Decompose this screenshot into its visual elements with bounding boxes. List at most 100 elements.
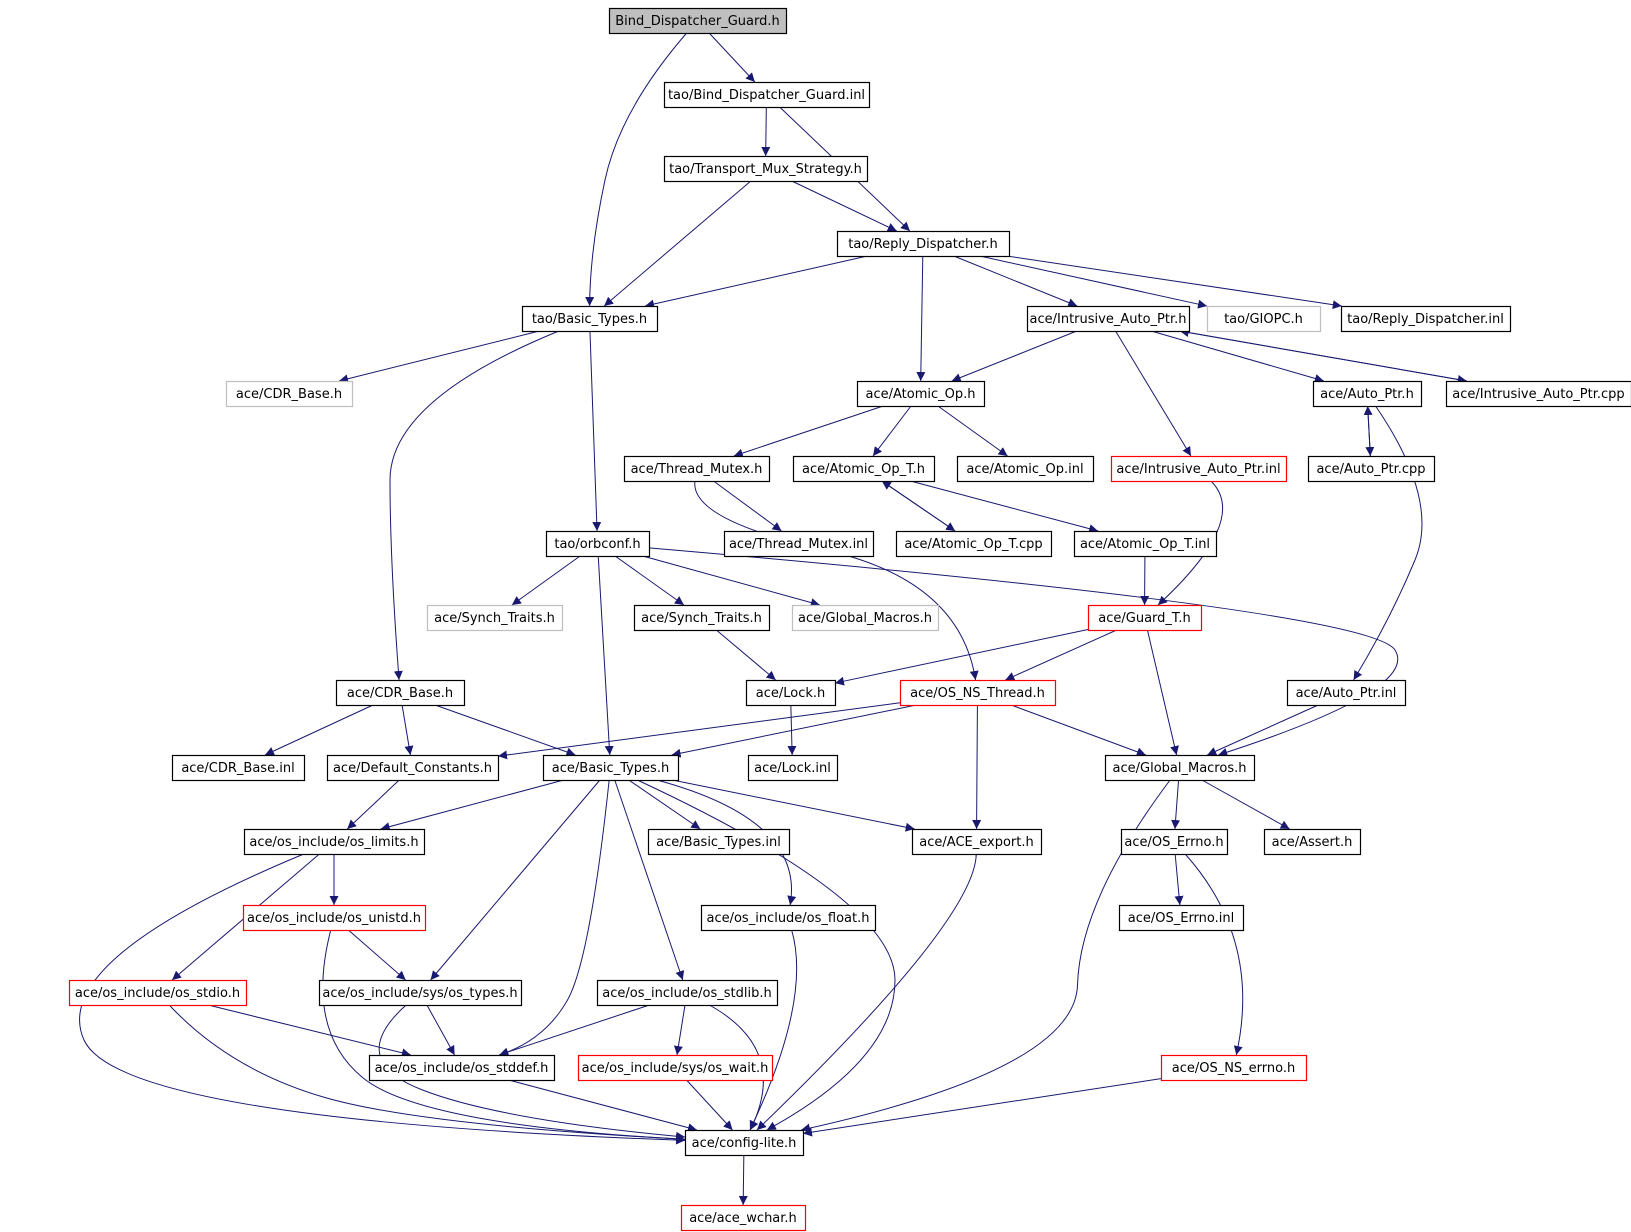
dependency-edge bbox=[498, 1004, 650, 1057]
file-node[interactable]: ace/OS_NS_Thread.h bbox=[899, 679, 1057, 707]
file-node[interactable]: ace/Default_Constants.h bbox=[326, 754, 500, 782]
edge-line bbox=[589, 330, 602, 532]
file-node[interactable]: tao/Reply_Dispatcher.inl bbox=[1340, 305, 1512, 333]
file-node[interactable]: ace/os_include/sys/os_types.h bbox=[318, 979, 523, 1007]
node-label: ace/CDR_Base.inl bbox=[181, 761, 294, 776]
edge-line bbox=[597, 555, 614, 756]
node-box bbox=[1110, 455, 1288, 483]
node-label: ace/CDR_Base.h bbox=[347, 686, 453, 701]
node-label: ace/config-lite.h bbox=[692, 1136, 797, 1151]
file-node[interactable]: ace/CDR_Base.inl bbox=[171, 754, 306, 782]
dependency-edge bbox=[628, 779, 701, 830]
file-node[interactable]: ace/CDR_Base.h bbox=[335, 679, 466, 707]
file-node[interactable]: ace/Basic_Types.inl bbox=[647, 828, 791, 856]
node-label: ace/os_include/sys/os_wait.h bbox=[582, 1061, 769, 1076]
edge-line bbox=[761, 106, 771, 157]
edge-line bbox=[1005, 629, 1117, 681]
dependency-edge bbox=[672, 779, 915, 832]
node-label: ace/Atomic_Op.inl bbox=[966, 462, 1083, 477]
file-node[interactable]: ace/os_include/os_unistd.h bbox=[242, 904, 427, 932]
file-node[interactable]: tao/Reply_Dispatcher.h bbox=[836, 230, 1011, 258]
file-node[interactable]: ace/Global_Macros.h bbox=[791, 604, 940, 632]
file-node[interactable]: ace/Synch_Traits.h bbox=[633, 604, 771, 632]
dependency-edge bbox=[834, 628, 1089, 686]
file-node[interactable]: tao/GIOPC.h bbox=[1206, 305, 1322, 333]
node-box bbox=[225, 380, 354, 408]
file-node[interactable]: ace/os_include/os_stdlib.h bbox=[596, 979, 779, 1007]
file-node[interactable]: tao/orbconf.h bbox=[545, 530, 651, 558]
edge-line bbox=[79, 853, 686, 1145]
edge-line bbox=[787, 704, 797, 756]
dependency-edge bbox=[322, 929, 686, 1144]
file-node[interactable]: ace/OS_Errno.inl bbox=[1118, 904, 1245, 932]
file-node[interactable]: tao/Basic_Types.h bbox=[521, 305, 659, 333]
edge-line bbox=[628, 779, 701, 830]
file-node[interactable]: ace/Atomic_Op_T.h bbox=[792, 455, 936, 483]
edge-line bbox=[1201, 779, 1290, 830]
file-node[interactable]: ace/Atomic_Op_T.cpp bbox=[895, 530, 1053, 558]
dependency-edge bbox=[378, 1004, 686, 1141]
node-label: ace/Intrusive_Auto_Ptr.cpp bbox=[1452, 387, 1624, 402]
node-box bbox=[1340, 305, 1512, 333]
file-node[interactable]: ace/config-lite.h bbox=[684, 1129, 805, 1157]
node-label: tao/Reply_Dispatcher.inl bbox=[1347, 312, 1504, 327]
file-node[interactable]: ace/Atomic_Op_T.inl bbox=[1073, 530, 1218, 558]
node-label: ace/Assert.h bbox=[1272, 835, 1353, 850]
dependency-edge bbox=[648, 547, 1399, 757]
node-label: ace/Auto_Ptr.h bbox=[1320, 387, 1414, 402]
file-node[interactable]: ace/Global_Macros.h bbox=[1104, 754, 1256, 782]
file-node[interactable]: ace/os_include/sys/os_wait.h bbox=[577, 1054, 774, 1082]
dependency-edge bbox=[1151, 330, 1324, 383]
file-node[interactable]: ace/Intrusive_Auto_Ptr.inl bbox=[1110, 455, 1288, 483]
file-node[interactable]: ace/Auto_Ptr.inl bbox=[1286, 679, 1407, 707]
node-box bbox=[623, 455, 771, 483]
node-box bbox=[723, 530, 875, 558]
edge-line bbox=[686, 1079, 733, 1131]
file-node[interactable]: ace/Atomic_Op.inl bbox=[956, 455, 1095, 483]
edge-line bbox=[338, 330, 540, 384]
file-node[interactable]: ace/OS_NS_errno.h bbox=[1160, 1054, 1308, 1082]
file-node[interactable]: ace/Intrusive_Auto_Ptr.cpp bbox=[1445, 380, 1631, 408]
edge-line bbox=[713, 480, 782, 532]
file-node[interactable]: ace/Lock.inl bbox=[747, 754, 839, 782]
file-node[interactable]: ace/CDR_Base.h bbox=[225, 380, 354, 408]
file-node[interactable]: ace/Auto_Ptr.cpp bbox=[1307, 455, 1436, 483]
file-node[interactable]: tao/Transport_Mux_Strategy.h bbox=[663, 155, 869, 183]
dependency-edge bbox=[686, 1079, 733, 1131]
node-box bbox=[318, 979, 523, 1007]
file-node[interactable]: ace/ACE_export.h bbox=[911, 828, 1043, 856]
node-box bbox=[836, 230, 1011, 258]
file-node[interactable]: ace/os_include/os_limits.h bbox=[243, 828, 426, 856]
edge-line bbox=[916, 255, 926, 382]
file-node[interactable]: ace/Thread_Mutex.inl bbox=[723, 530, 875, 558]
file-node[interactable]: ace/Thread_Mutex.h bbox=[623, 455, 771, 483]
file-node[interactable]: ace/Atomic_Op.h bbox=[856, 380, 986, 408]
dependency-edge bbox=[644, 255, 868, 309]
dependency-edge bbox=[716, 629, 776, 681]
file-node[interactable]: ace/Guard_T.h bbox=[1087, 604, 1203, 632]
edge-line bbox=[1146, 629, 1179, 756]
edge-line bbox=[346, 779, 400, 830]
file-node[interactable]: ace/Auto_Ptr.h bbox=[1312, 380, 1423, 408]
file-node[interactable]: ace/Intrusive_Auto_Ptr.h bbox=[1026, 305, 1191, 333]
file-node[interactable]: ace/os_include/os_stdio.h bbox=[68, 979, 248, 1007]
file-node[interactable]: ace/OS_Errno.h bbox=[1120, 828, 1229, 856]
file-node[interactable]: ace/Basic_Types.h bbox=[542, 754, 680, 782]
file-node[interactable]: tao/Bind_Dispatcher_Guard.inl bbox=[663, 81, 871, 109]
edge-line bbox=[1171, 779, 1181, 830]
dependency-edge bbox=[597, 555, 614, 756]
edge-line bbox=[1207, 704, 1319, 756]
node-label: ace/CDR_Base.h bbox=[236, 387, 342, 402]
file-node[interactable]: ace/ace_wchar.h bbox=[680, 1204, 807, 1232]
file-node[interactable]: ace/Synch_Traits.h bbox=[426, 604, 564, 632]
file-node[interactable]: ace/os_include/os_stddef.h bbox=[368, 1054, 556, 1082]
dependency-edge bbox=[348, 929, 406, 981]
node-box bbox=[1307, 455, 1436, 483]
file-node[interactable]: ace/Assert.h bbox=[1263, 828, 1362, 856]
edge-line bbox=[1363, 405, 1373, 457]
file-node[interactable]: ace/os_include/os_float.h bbox=[700, 904, 877, 932]
node-box bbox=[1087, 604, 1203, 632]
file-node[interactable]: ace/Lock.h bbox=[745, 679, 837, 707]
dependency-edge bbox=[614, 779, 685, 981]
node-label: ace/Atomic_Op_T.cpp bbox=[904, 537, 1042, 552]
